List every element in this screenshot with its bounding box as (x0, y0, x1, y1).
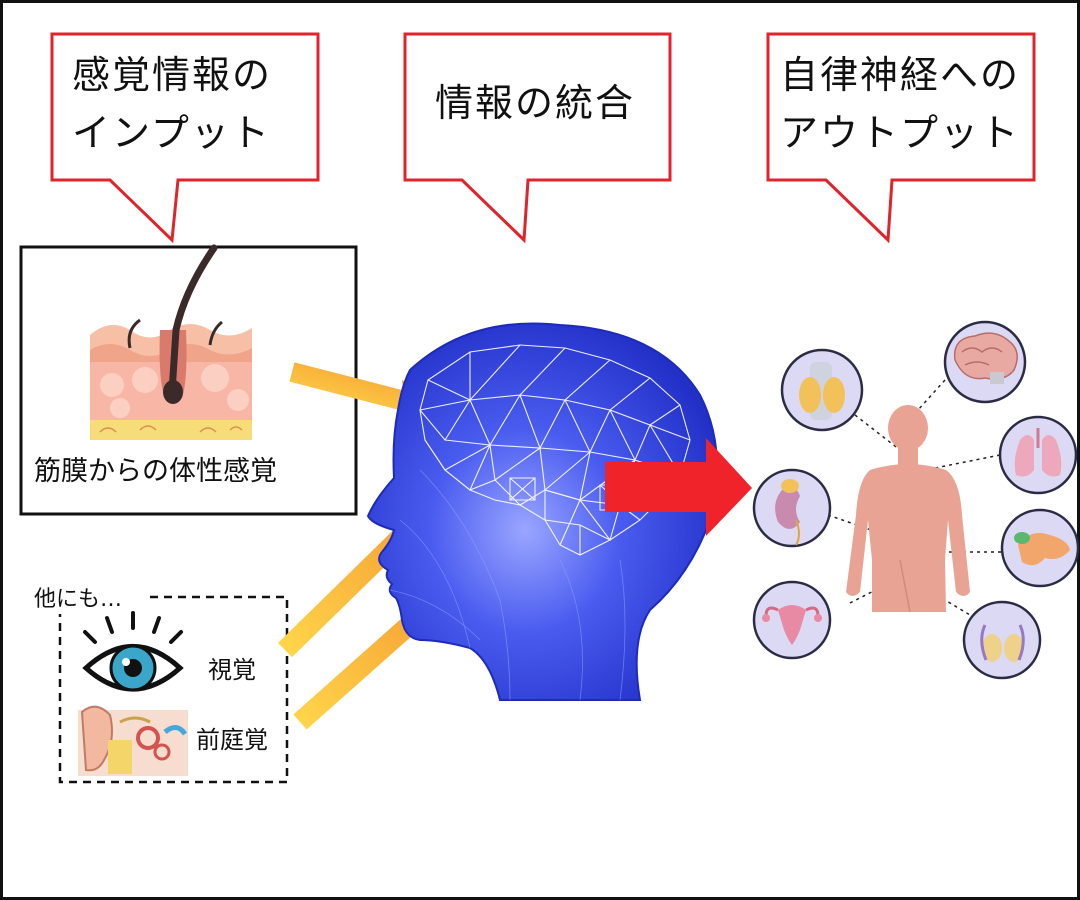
brain-icon (943, 320, 1027, 404)
callout-integration-bubble (403, 32, 672, 244)
thyroid-icon (780, 348, 864, 432)
others-box: 他にも… 視覚 前庭覚 (30, 582, 289, 784)
callout-output: 自律神経への アウトプット (766, 32, 1036, 244)
callout-input-line2: インプット (72, 111, 271, 155)
callout-input-line1: 感覚情報の (72, 53, 272, 97)
callout-input: 感覚情報の インプット (50, 32, 320, 244)
callout-output-line1: 自律神経への (780, 53, 1020, 97)
inner-ear-icon (78, 705, 188, 776)
callout-output-bubble (766, 32, 1036, 244)
others-label: 他にも… (34, 587, 122, 612)
callout-input-bubble (50, 32, 320, 244)
body-organs-group (752, 320, 1080, 680)
head-brain-network-icon (366, 322, 719, 701)
callout-integration-line1: 情報の統合 (435, 81, 635, 125)
skin-hair-icon (90, 244, 252, 440)
output-arrow (605, 438, 752, 536)
fascia-box: 筋膜からの体性感覚 (19, 244, 358, 516)
human-body-icon (846, 405, 970, 613)
callout-output-line2: アウトプット (780, 111, 1020, 155)
vestibular-label: 前庭覚 (196, 726, 268, 754)
callout-integration: 情報の統合 (403, 32, 672, 244)
pancreas-icon (1000, 508, 1080, 588)
kidney-icon (752, 468, 832, 548)
eye-icon (82, 611, 184, 692)
fascia-label: 筋膜からの体性感覚 (34, 456, 277, 487)
lungs-icon (998, 415, 1078, 495)
uterus-icon (752, 580, 832, 660)
vision-label: 視覚 (208, 656, 256, 684)
testes-icon (962, 600, 1042, 680)
